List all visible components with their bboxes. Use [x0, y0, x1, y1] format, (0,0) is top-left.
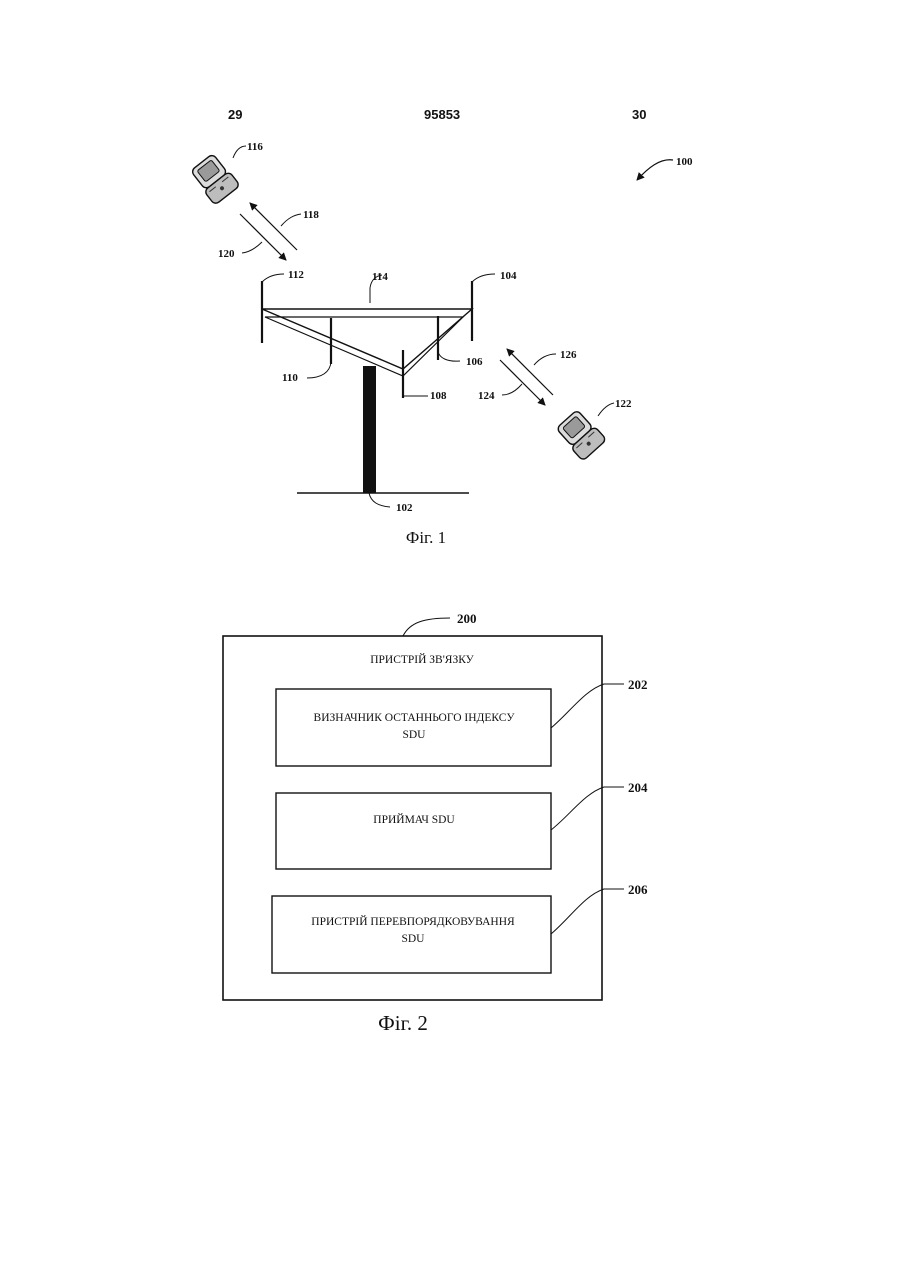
last-index-determiner-block — [276, 689, 551, 766]
mobile-device-122-icon — [555, 408, 607, 461]
sdu-receiver-block — [276, 793, 551, 869]
label-114: 114 — [372, 271, 388, 283]
label-202: 202 — [628, 677, 648, 692]
block-204-line1: ПРИЙМАЧ SDU — [373, 812, 455, 826]
label-124: 124 — [478, 390, 495, 402]
block-206-line1: ПРИСТРІЙ ПЕРЕВПОРЯДКОВУВАННЯ — [311, 914, 515, 928]
device-title: ПРИСТРІЙ ЗВ'ЯЗКУ — [370, 652, 474, 666]
label-122: 122 — [615, 398, 632, 410]
label-104: 104 — [500, 270, 517, 282]
figure-1: 100 116 118 120 — [189, 141, 693, 547]
label-110: 110 — [282, 372, 298, 384]
figure-2: 200 ПРИСТРІЙ ЗВ'ЯЗКУ ВИЗНАЧНИК ОСТАННЬОГ… — [223, 611, 648, 1035]
block-202-line2: SDU — [402, 729, 426, 741]
label-120: 120 — [218, 248, 235, 260]
block-206-line2: SDU — [401, 933, 425, 945]
system-reference: 100 — [637, 156, 693, 180]
link-120-arrow — [240, 214, 286, 260]
label-126: 126 — [560, 349, 577, 361]
label-106: 106 — [466, 356, 483, 368]
label-204: 204 — [628, 780, 648, 795]
label-108: 108 — [430, 390, 447, 402]
link-118-arrow — [250, 203, 297, 250]
tower-mast — [363, 366, 376, 493]
label-200: 200 — [457, 611, 477, 626]
block-202-line1: ВИЗНАЧНИК ОСТАННЬОГО ІНДЕКСУ — [314, 712, 516, 724]
link-124-arrow — [500, 360, 545, 405]
mobile-device-116-icon — [189, 152, 240, 205]
figure-1-caption: Фіг. 1 — [406, 528, 446, 547]
label-100: 100 — [676, 156, 693, 168]
label-112: 112 — [288, 269, 304, 281]
label-116: 116 — [247, 141, 263, 153]
label-102: 102 — [396, 502, 413, 514]
figure-2-caption: Фіг. 2 — [378, 1011, 428, 1035]
label-206: 206 — [628, 882, 648, 897]
label-118: 118 — [303, 209, 319, 221]
